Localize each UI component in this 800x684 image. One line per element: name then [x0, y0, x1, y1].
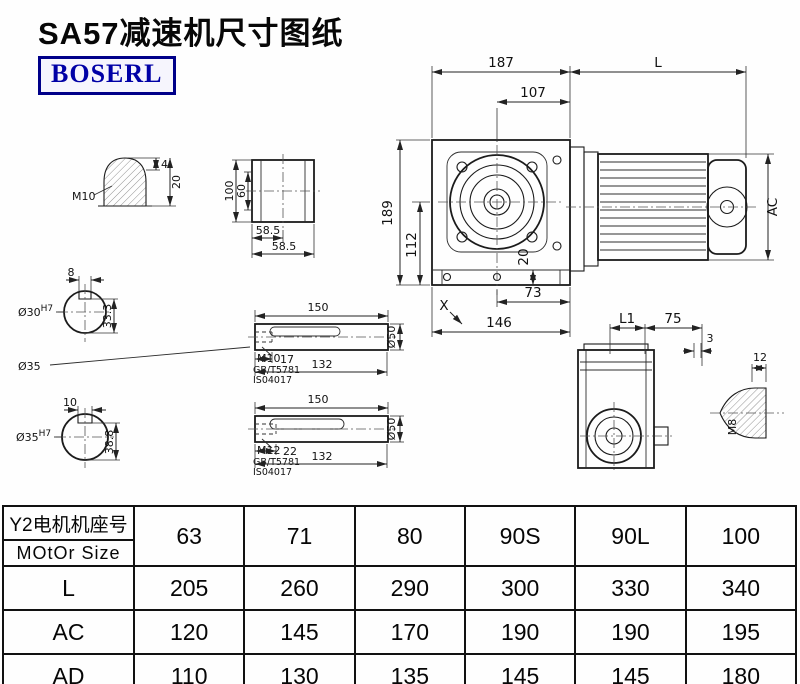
cell: 180 [684, 653, 798, 684]
dim-label-150a: 150 [308, 301, 329, 314]
cell: 330 [574, 565, 687, 611]
dim-label-4: 4 [161, 158, 168, 171]
cell: 145 [574, 653, 687, 684]
cell: 170 [353, 609, 466, 655]
dim-label-132a: 132 [312, 358, 333, 371]
shaft-b-drawing: 150 M12 GB/T5781 IS04017 22 132 Ø50 [248, 393, 404, 478]
header-label-en: MOtOr Size [16, 543, 121, 563]
dim-label-L1: L1 [619, 311, 635, 327]
header-label-cn: Y2电机机座号 [4, 507, 133, 541]
label-bore-30H7: Ø30H7 [18, 304, 53, 319]
row-label: L [2, 565, 135, 611]
cell: 205 [132, 565, 246, 611]
row-label: AC [2, 609, 135, 655]
main-assembly-view: 187 L 107 189 112 20 73 146 [380, 55, 781, 337]
header-value-cell: 90S [463, 505, 577, 567]
dim-label-33-3: 33.3 [101, 304, 114, 329]
cell: 145 [463, 653, 577, 684]
table-header-row: Y2电机机座号 MOtOr Size 63 71 80 90S 90L 100 [2, 505, 798, 567]
dim-label-AC: AC [765, 198, 781, 216]
shaft-section-b: 10 Ø35H7 38.8 [16, 396, 120, 468]
screw-detail: 12 M8 [710, 351, 784, 439]
dim-label-10: 10 [63, 396, 77, 409]
label-bore-35H7: Ø35H7 [16, 429, 51, 444]
header-value-cell: 71 [243, 505, 356, 567]
dim-label-12: 12 [753, 351, 767, 364]
dim-label-150b: 150 [308, 393, 329, 406]
dim-label-112: 112 [404, 232, 420, 258]
cell: 110 [132, 653, 246, 684]
header-value-cell: 63 [132, 505, 246, 567]
aux-side-view: L1 75 3 [577, 311, 714, 470]
key-end-detail: M10 4 20 [72, 157, 183, 207]
dim-label-8: 8 [68, 266, 75, 279]
dim-label-22: 22 [283, 445, 297, 458]
dim-label-20: 20 [516, 248, 532, 265]
table-row-AD: AD 110 130 135 145 145 180 [2, 653, 798, 684]
dim-label-38-8: 38.8 [103, 430, 116, 455]
cell: 260 [243, 565, 356, 611]
dim-label-73: 73 [524, 285, 541, 301]
shaft-section-a: 8 Ø30H7 33.3 [18, 266, 118, 342]
shaft-a-drawing: 150 M10 GB/T5781 IS04017 17 132 Ø50 [248, 301, 404, 386]
label-std-iso-a: IS04017 [253, 375, 292, 386]
dim-label-58a: 58.5 [256, 224, 281, 237]
dim-label-20-key: 20 [170, 175, 183, 189]
cell: 190 [463, 609, 577, 655]
header-label-cell: Y2电机机座号 MOtOr Size [2, 505, 135, 567]
dim-label-107: 107 [520, 85, 546, 101]
brand-logo: BOSERL [38, 56, 176, 95]
cell: 340 [684, 565, 798, 611]
cell: 135 [353, 653, 466, 684]
row-label: AD [2, 653, 135, 684]
technical-drawing: 187 L 107 189 112 20 73 146 [16, 55, 784, 478]
cell: 130 [243, 653, 356, 684]
cell: 190 [574, 609, 687, 655]
label-M10-key: M10 [72, 190, 96, 203]
dim-label-dia50a: Ø50 [385, 326, 398, 349]
cell: 290 [353, 565, 466, 611]
table-row-L: L 205 260 290 300 330 340 [2, 565, 798, 611]
cell: 195 [684, 609, 798, 655]
dim-label-58b: 58.5 [272, 240, 297, 253]
dim-label-dia50b: Ø50 [385, 418, 398, 441]
label-std-iso-b: IS04017 [253, 467, 292, 478]
dim-label-L: L [654, 55, 662, 71]
dim-label-189: 189 [380, 200, 396, 226]
flange-detail: 100 60 58.5 58.5 [223, 154, 320, 258]
dim-label-146: 146 [486, 315, 512, 331]
page-title: SA57减速机尺寸图纸 [38, 16, 344, 51]
cell: 120 [132, 609, 246, 655]
dim-label-60: 60 [235, 184, 248, 198]
header-value-cell: 80 [353, 505, 466, 567]
motor-dimension-table: Y2电机机座号 MOtOr Size 63 71 80 90S 90L 100 … [2, 505, 798, 684]
dim-label-75: 75 [664, 311, 681, 327]
header-value-cell: 100 [684, 505, 798, 567]
dim-label-M8: M8 [726, 419, 739, 436]
dim-label-3: 3 [707, 332, 714, 345]
dim-label-17: 17 [280, 353, 294, 366]
label-shaft-dia-35: Ø35 [18, 360, 41, 373]
cell: 145 [243, 609, 356, 655]
table-row-AC: AC 120 145 170 190 190 195 [2, 609, 798, 655]
cell: 300 [463, 565, 577, 611]
view-label-x: X [439, 298, 448, 314]
dim-label-132b: 132 [312, 450, 333, 463]
header-value-cell: 90L [574, 505, 687, 567]
dim-label-187: 187 [488, 55, 514, 71]
dim-label-100: 100 [223, 181, 236, 202]
